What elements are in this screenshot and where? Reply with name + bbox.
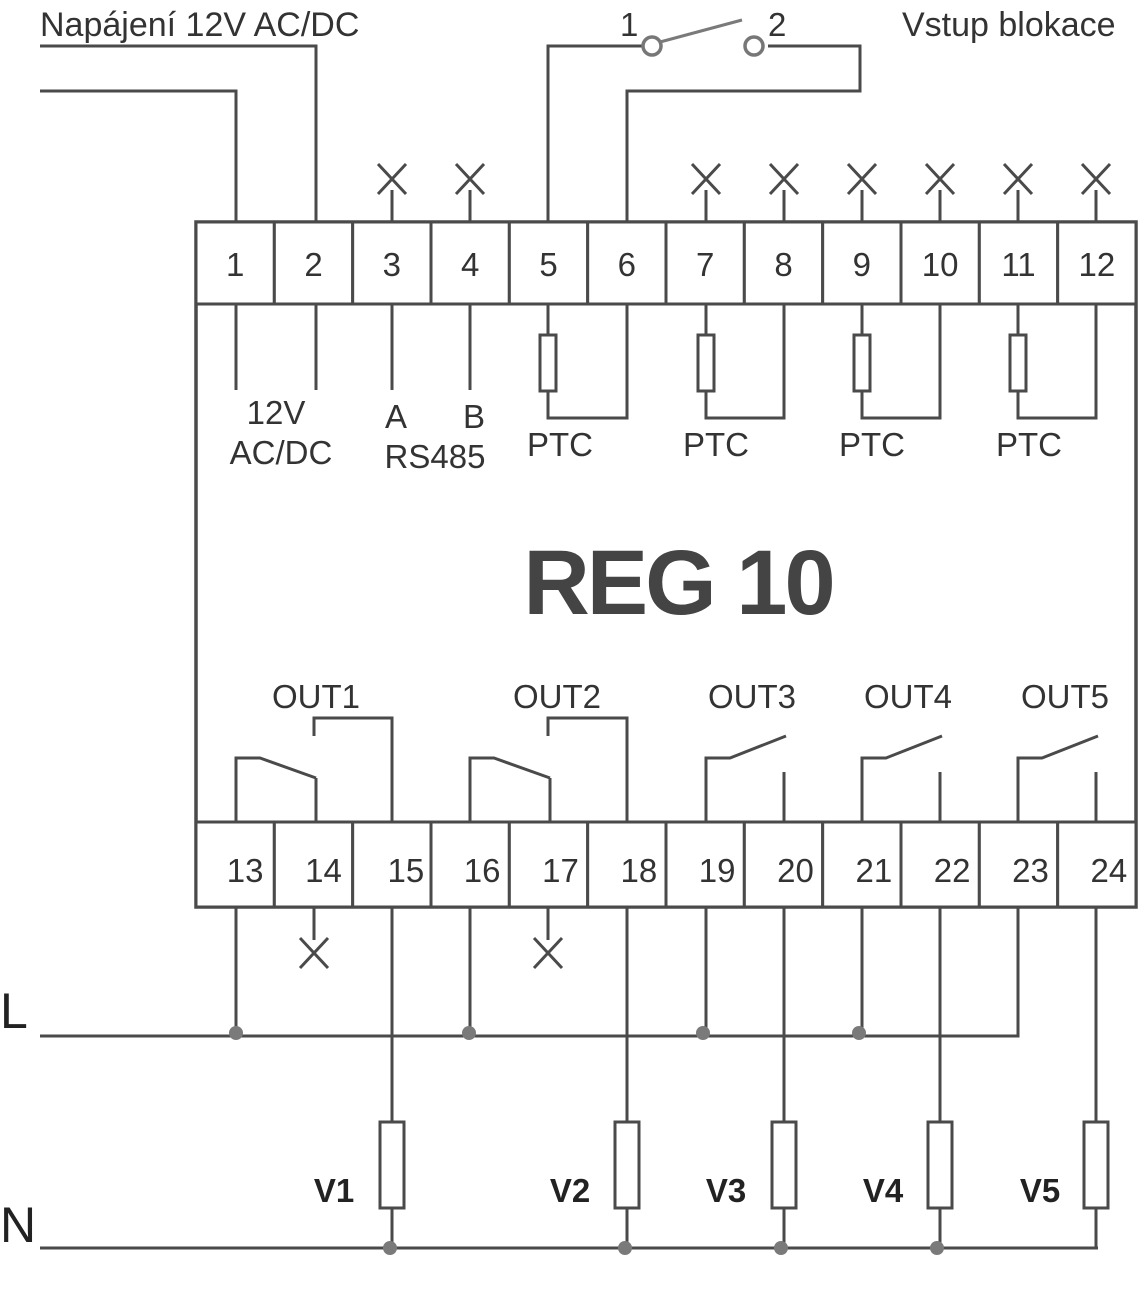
- device-title: REG 10: [523, 532, 832, 634]
- junction-dot: [852, 1026, 866, 1040]
- junction-dot: [618, 1241, 632, 1255]
- junction-dot: [930, 1241, 944, 1255]
- terminal-number: 21: [855, 852, 892, 889]
- ptc-label-3: PTC: [839, 426, 905, 463]
- terminal-number: 9: [853, 246, 871, 283]
- terminal-number: 17: [542, 852, 579, 889]
- ptc-label-1: PTC: [527, 426, 593, 463]
- junction-dot: [383, 1241, 397, 1255]
- load-label-v3: V3: [706, 1172, 746, 1209]
- ptc-sensor-3: [852, 304, 942, 420]
- junction-dot: [229, 1026, 243, 1040]
- ptc-label-2: PTC: [683, 426, 749, 463]
- out4-relay-contact: [860, 734, 943, 822]
- terminal-cell: [899, 220, 981, 306]
- out5-label: OUT5: [1021, 678, 1109, 715]
- terminal-number: 7: [696, 246, 714, 283]
- switch-lever: [659, 18, 743, 44]
- block-wire-5: [546, 44, 642, 222]
- terminal-number: 1: [226, 246, 244, 283]
- load-label-v5: V5: [1020, 1172, 1060, 1209]
- terminal-number: 8: [774, 246, 792, 283]
- terminal-number: 15: [387, 852, 424, 889]
- switch-pin-1-label: 1: [620, 6, 638, 43]
- ptc-sensor-4: [1008, 304, 1098, 420]
- block-wire-6: [625, 44, 862, 222]
- out3-label: OUT3: [708, 678, 796, 715]
- terminal-number: 4: [461, 246, 479, 283]
- terminal-number: 10: [922, 246, 959, 283]
- out2-label: OUT2: [513, 678, 601, 715]
- power-inner-label-1: 12V: [247, 394, 306, 431]
- terminal-number: 13: [227, 852, 264, 889]
- top-unused-markers: [376, 162, 1112, 222]
- ptc-sensor-2: [696, 304, 786, 420]
- power-inner-label-2: AC/DC: [230, 434, 333, 471]
- terminal-number: 18: [620, 852, 657, 889]
- out1-relay-contact: [234, 716, 394, 822]
- terminal-number: 19: [699, 852, 736, 889]
- switch-pin-2-label: 2: [768, 6, 786, 43]
- load-label-v1: V1: [314, 1172, 354, 1209]
- terminal-number: 22: [934, 852, 971, 889]
- out1-label: OUT1: [272, 678, 360, 715]
- terminal-number: 12: [1078, 246, 1115, 283]
- terminal-cell: [742, 820, 825, 909]
- out4-label: OUT4: [864, 678, 952, 715]
- junction-dot: [696, 1026, 710, 1040]
- terminal-number: 6: [618, 246, 636, 283]
- terminal-cell: [507, 220, 590, 306]
- rs485-b-label: B: [463, 398, 485, 435]
- load-v5: [1082, 907, 1110, 1248]
- bottom-terminal-strip: 13 14 15 16 17 18 19 20 21 22 23 24: [194, 820, 1138, 909]
- load-label-v2: V2: [550, 1172, 590, 1209]
- device-body: [194, 220, 1138, 909]
- power-wire-2: [40, 44, 318, 222]
- live-rail-label: L: [0, 983, 28, 1039]
- load-v2: [613, 907, 641, 1248]
- terminal-number: 2: [304, 246, 322, 283]
- terminal-cell: [194, 220, 276, 306]
- terminal-cell: [664, 220, 746, 306]
- switch-contact-1: [641, 35, 663, 57]
- terminal-number: 24: [1090, 852, 1127, 889]
- terminal-cell: [272, 220, 355, 306]
- terminal-number: 3: [383, 246, 401, 283]
- ptc-sensor-1: [538, 304, 629, 420]
- out2-relay-contact: [468, 716, 629, 822]
- out5-relay-contact: [1016, 734, 1099, 822]
- bottom-unused-markers: [298, 907, 564, 970]
- terminal-cell: [194, 820, 276, 909]
- load-v3: [770, 907, 798, 1248]
- ptc-label-4: PTC: [996, 426, 1062, 463]
- switch-contact-2: [743, 35, 765, 57]
- terminal-number: 20: [777, 852, 814, 889]
- rs485-label: RS485: [385, 438, 486, 475]
- terminal-number: 5: [539, 246, 557, 283]
- terminal-cell: [272, 820, 355, 909]
- junction-dot: [774, 1241, 788, 1255]
- terminal-cell: [1056, 220, 1138, 306]
- terminal-number: 16: [464, 852, 501, 889]
- load-v1: [378, 907, 406, 1248]
- neutral-rail-label: N: [0, 1197, 36, 1253]
- load-label-v4: V4: [863, 1172, 904, 1209]
- terminal-number: 11: [1001, 246, 1035, 283]
- terminal-number: 23: [1012, 852, 1049, 889]
- power-wire-1: [40, 89, 238, 222]
- power-supply-label: Napájení 12V AC/DC: [40, 6, 359, 44]
- junction-dot: [462, 1026, 476, 1040]
- block-input-label: Vstup blokace: [902, 6, 1116, 44]
- live-rail: [40, 907, 1020, 1038]
- load-v4: [926, 907, 954, 1248]
- terminal-cell: [821, 220, 903, 306]
- terminal-number: 14: [305, 852, 342, 889]
- out3-relay-contact: [704, 734, 787, 822]
- terminal-cell: [899, 820, 981, 909]
- terminal-cell: [351, 220, 433, 306]
- rs485-a-label: A: [385, 398, 407, 435]
